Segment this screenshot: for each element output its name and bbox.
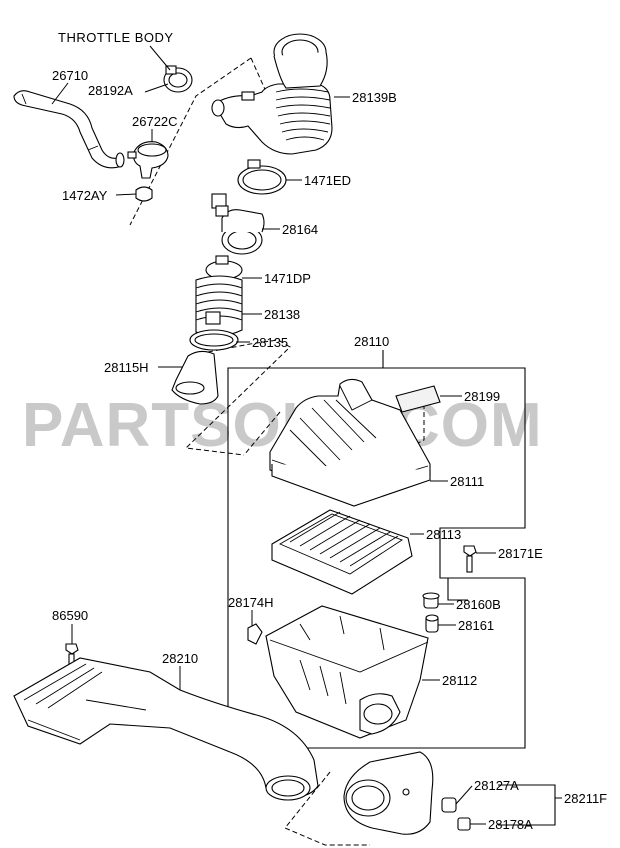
label-28199: 28199	[464, 389, 500, 404]
label-28171e: 28171E	[498, 546, 543, 561]
duct-28115h	[171, 350, 219, 405]
label-28112: 28112	[442, 673, 477, 688]
bolt-28171e	[463, 545, 477, 573]
label-28110: 28110	[354, 334, 389, 349]
grommet-28160b	[422, 592, 440, 609]
bracket-28211f	[498, 784, 556, 826]
label-28160b: 28160B	[456, 597, 501, 612]
label-86590: 86590	[52, 608, 88, 623]
header-label-throttle-body: THROTTLE BODY	[58, 30, 174, 45]
label-28127a: 28127A	[474, 778, 519, 793]
air-cleaner-cover-28111	[269, 378, 431, 507]
frame-bracket-28160b	[447, 578, 468, 601]
label-28115h: 28115H	[104, 360, 149, 375]
collar-28161	[425, 614, 439, 633]
air-cleaner-case-28112	[265, 605, 429, 739]
label-26710: 26710	[52, 68, 88, 83]
label-1471dp: 1471DP	[264, 271, 311, 286]
label-1471ed: 1471ED	[304, 173, 351, 188]
dashed-outline-28199	[399, 404, 425, 453]
dashed-outline-left	[129, 57, 252, 226]
breather-hose-26710	[13, 90, 125, 169]
label-28139b: 28139B	[352, 90, 397, 105]
air-filter-28113	[271, 509, 413, 595]
grommet-28127a	[441, 797, 457, 813]
clip-1472ay	[135, 186, 153, 202]
clamp-28135	[189, 329, 239, 351]
air-cleaner-assembly-frame	[227, 367, 526, 749]
label-28178a: 28178A	[488, 817, 533, 832]
clip-28174h	[247, 623, 263, 645]
clamp-1471ed	[237, 159, 287, 195]
collar-28178a	[457, 817, 471, 831]
strip-28199	[395, 385, 441, 413]
label-28210: 28210	[162, 651, 198, 666]
intake-hose-28138	[195, 275, 243, 337]
leader-lines	[51, 45, 496, 825]
dashed-outline-28211f	[284, 771, 370, 846]
clamp-28192a	[163, 65, 193, 93]
label-28161: 28161	[458, 618, 494, 633]
dashed-outline-inner	[243, 411, 281, 456]
label-28211f: 28211F	[564, 791, 607, 806]
label-26722c: 26722C	[132, 114, 178, 129]
label-28164: 28164	[282, 222, 318, 237]
intake-hose-28139b	[211, 33, 333, 155]
label-28111: 28111	[450, 474, 484, 489]
label-28113: 28113	[426, 527, 461, 542]
clamp-1471dp	[205, 255, 243, 280]
label-28192a: 28192A	[88, 83, 133, 98]
label-28138: 28138	[264, 307, 300, 322]
dashed-outline-bottom	[184, 339, 291, 456]
resonator-28211f	[343, 751, 434, 835]
airflow-sensor-28164	[211, 193, 265, 255]
pcv-valve-26722c	[127, 141, 169, 179]
intake-duct-28210	[13, 657, 319, 801]
label-1472ay: 1472AY	[62, 188, 108, 203]
label-28174h: 28174H	[228, 595, 274, 610]
label-28135: 28135	[252, 335, 288, 350]
